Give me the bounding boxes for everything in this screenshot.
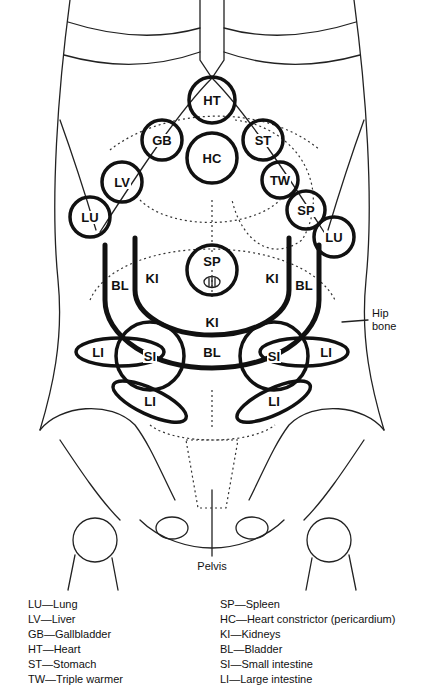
organ-ellipse-outline [232,373,315,430]
organ-abbrev: LI [267,395,281,408]
legend-entry: LI—Large intestine [220,673,312,686]
organ-abbrev: KI [265,272,280,285]
rib [68,22,200,35]
body-outline [40,0,70,430]
legend-entry: GB—Gallbladder [28,628,111,641]
organ-ellipse: LI [110,378,189,425]
femur [68,555,118,590]
legend-entry: HT—Heart [28,643,81,656]
organ-circle-outline [243,120,283,160]
organ-abbrev: HC [202,152,223,165]
organ-abbrev: SI [143,350,157,363]
anatomy-label: Hip bone [372,307,404,332]
organ-circle: HT [186,74,238,126]
rib [64,52,200,64]
organ-abbrev: LU [80,211,99,224]
organ-abbrev: LI [91,346,105,359]
costal-margin [100,78,212,232]
sacrum [186,440,238,508]
rib [224,22,356,35]
organ-abbrev: BL [294,279,313,292]
organ-ellipse-outline [76,338,164,366]
anatomy-label: Pelvis [197,560,226,573]
sternum [200,0,224,78]
organ-ellipse-outline [260,338,348,366]
organ-dotted-outline [140,200,280,223]
legend-entry: SP—Spleen [220,598,280,611]
leader-line [211,490,212,556]
obturator [156,517,188,539]
organ-circle: ST [240,117,286,163]
organ-circle: LU [67,194,113,240]
organ-abbrev: LI [319,346,333,359]
organ-band-outline [135,238,289,335]
organ-circle-outline [102,162,142,202]
legend-entry: ST—Stomach [28,658,96,671]
organ-ellipse: LI [234,378,313,425]
organ-circle: HC [184,130,240,186]
organ-circle: SP [284,188,328,232]
hip-joint [73,518,117,562]
legend-entry: SI—Small intestine [220,658,313,671]
legend-entry: BL—Bladder [220,643,282,656]
leader-line [342,320,368,322]
pelvis-inner [60,440,120,520]
organ-circle-outline [187,133,237,183]
organ-abbrev: KI [205,316,220,329]
organ-circle-outline [70,197,110,237]
organ-circle-outline [262,162,298,198]
organ-abbrev: KI [145,272,160,285]
organ-abbrev: HT [202,94,221,107]
legend-entry: LV—Liver [28,613,75,626]
legend-entry: LU—Lung [28,598,78,611]
organ-circle: GB [139,117,185,163]
organ-circle-outline [189,77,235,123]
organ-abbrev: LV [113,176,131,189]
iliac-crest [249,409,384,500]
organ-ellipse-outline [108,373,191,430]
hip-joint [307,518,351,562]
organ-abbrev: LI [143,395,157,408]
organ-abbrev: SI [267,350,281,363]
organ-band-outline [105,245,319,368]
organ-dotted-outline [90,249,335,300]
organ-circle: LV [99,159,145,205]
organ-circle-outline [187,245,237,295]
organ-circle: SP [184,242,240,298]
organ-abbrev: ST [254,134,273,147]
femur [306,555,356,590]
legend-entry: TW—Triple warmer [28,673,123,686]
organ-abbrev: LU [324,231,343,244]
organ-circle-outline [142,120,182,160]
organ-abbrev: SP [296,204,315,217]
iliac-crest [40,409,175,500]
organ-dotted-outline [150,425,275,440]
organ-abbrev: TW [269,174,291,187]
legend-entry: HC—Heart constrictor (pericardium) [220,613,395,626]
obturator [236,517,268,539]
legend-entry: KI—Kidneys [220,628,281,641]
organ-abbrev: SP [202,255,221,268]
organ-abbrev: GB [151,134,173,147]
organ-abbrev: BL [202,346,221,359]
body-outline [354,0,384,430]
organ-outline [184,242,240,298]
organ-abbrev: BL [110,279,129,292]
pelvis-inner [304,440,364,520]
rib [328,120,364,230]
rib [224,52,360,64]
